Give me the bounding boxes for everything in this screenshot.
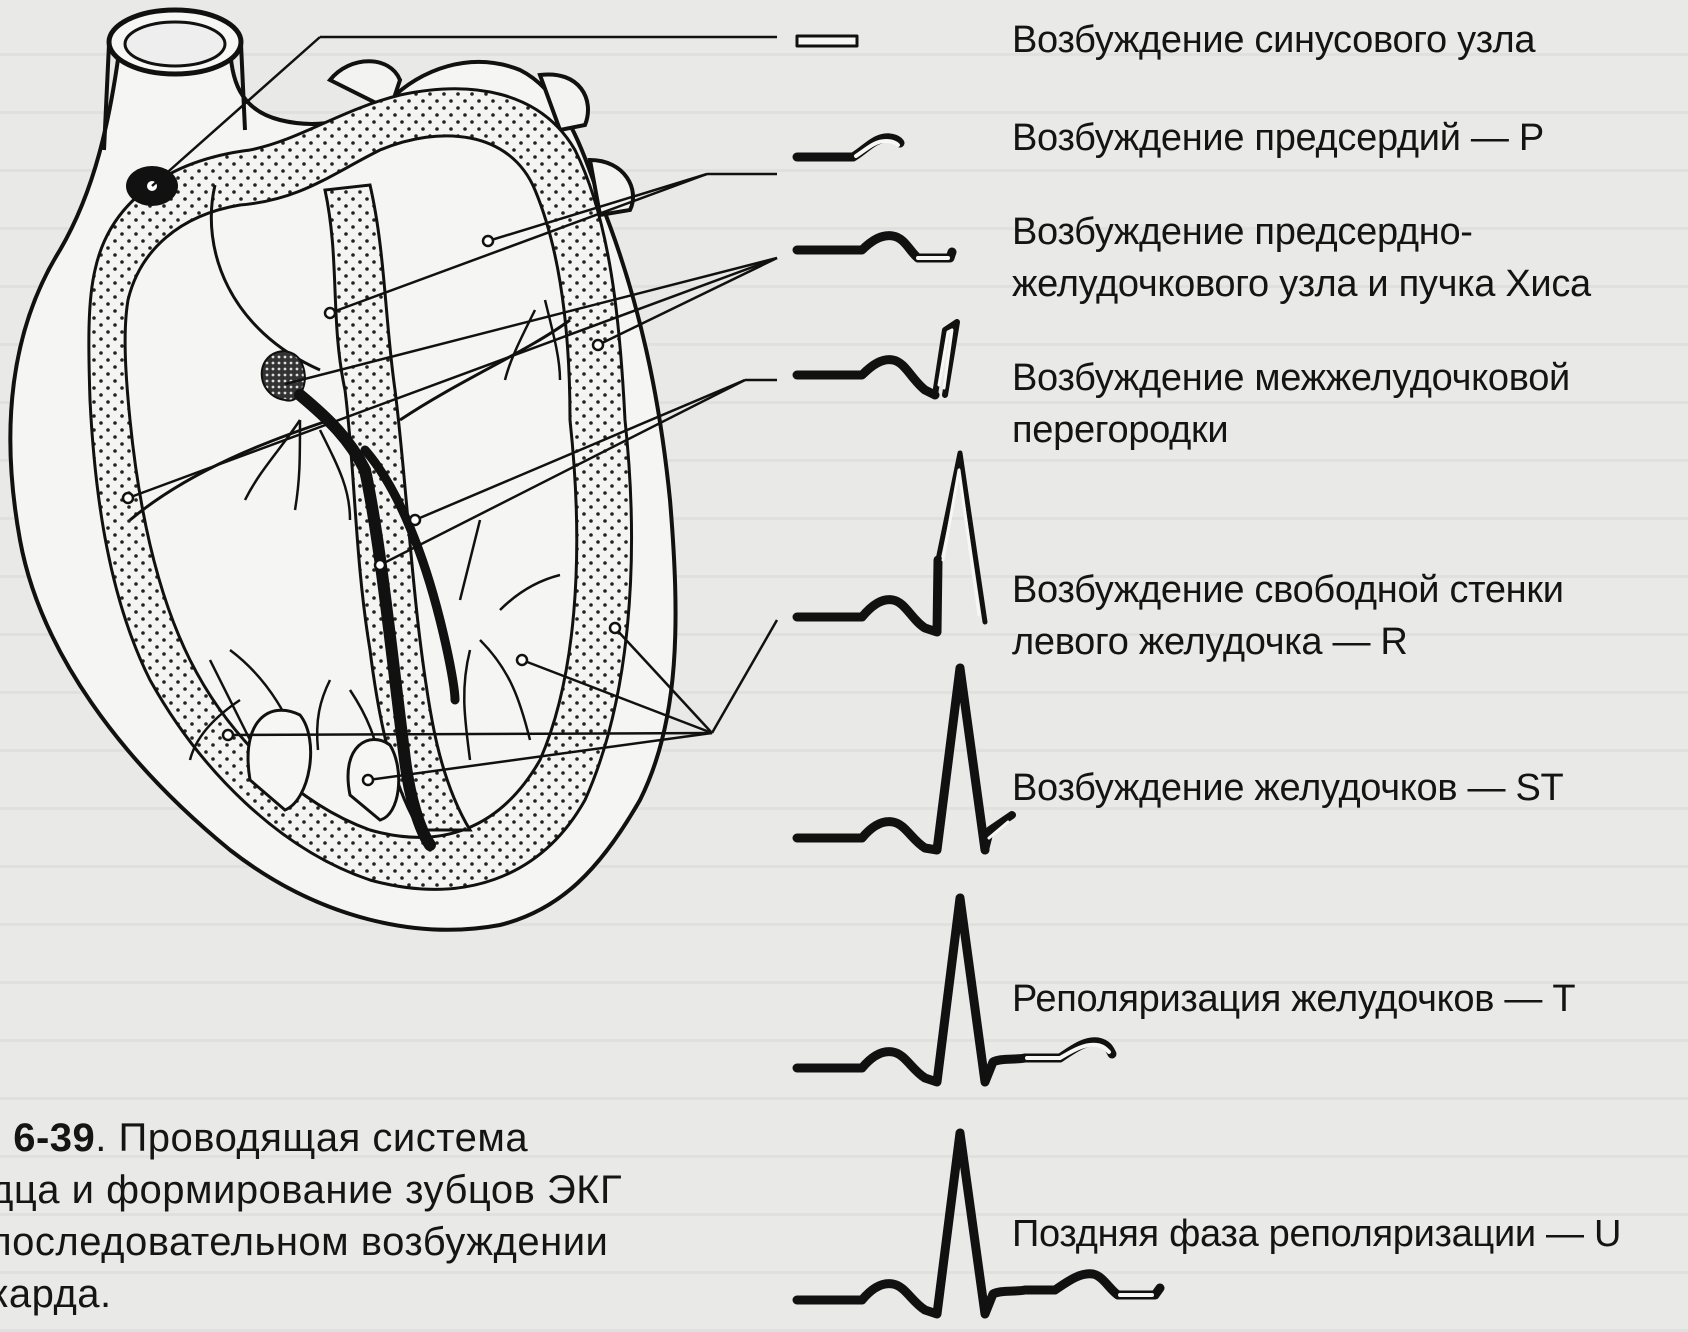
label-sinus-node: Возбуждение синусового узла: [1012, 14, 1682, 66]
ecg-stage-septum: [797, 322, 957, 395]
figure-number: 6-39: [13, 1116, 95, 1160]
caption-line-2: дца и формирование зубцов ЭКГ: [0, 1164, 690, 1216]
figure-caption: . 6-39. Проводящая система дца и формиро…: [0, 1112, 690, 1320]
ecg-stage-ventricles: [797, 668, 1012, 850]
ecg-stage-atria: [797, 138, 900, 157]
caption-line-3: последовательном возбуждении: [0, 1216, 690, 1268]
label-free-wall: Возбуждение свободной стенки левого желу…: [1012, 564, 1682, 668]
caption-prefix: .: [0, 1116, 13, 1160]
ecg-stage-av-node: [797, 236, 952, 258]
label-septum: Возбуждение межжелудочковой перегородки: [1012, 352, 1682, 456]
label-av-node: Возбуждение предсердно- желудочкового уз…: [1012, 206, 1682, 310]
label-repolarization: Реполяризация желудочков — T: [1012, 973, 1682, 1025]
ecg-stage-free-wall: [797, 453, 985, 632]
caption-line-1-text: . Проводящая система: [95, 1116, 528, 1160]
label-late-repolarization: Поздняя фаза реполяризации — U: [1012, 1208, 1682, 1260]
label-ventricles: Возбуждение желудочков — ST: [1012, 762, 1682, 814]
caption-line-1: . 6-39. Проводящая система: [0, 1112, 690, 1164]
caption-line-4: карда.: [0, 1268, 690, 1320]
label-atria: Возбуждение предсердий — P: [1012, 112, 1682, 164]
ecg-stage-sinus-node: [797, 36, 857, 46]
